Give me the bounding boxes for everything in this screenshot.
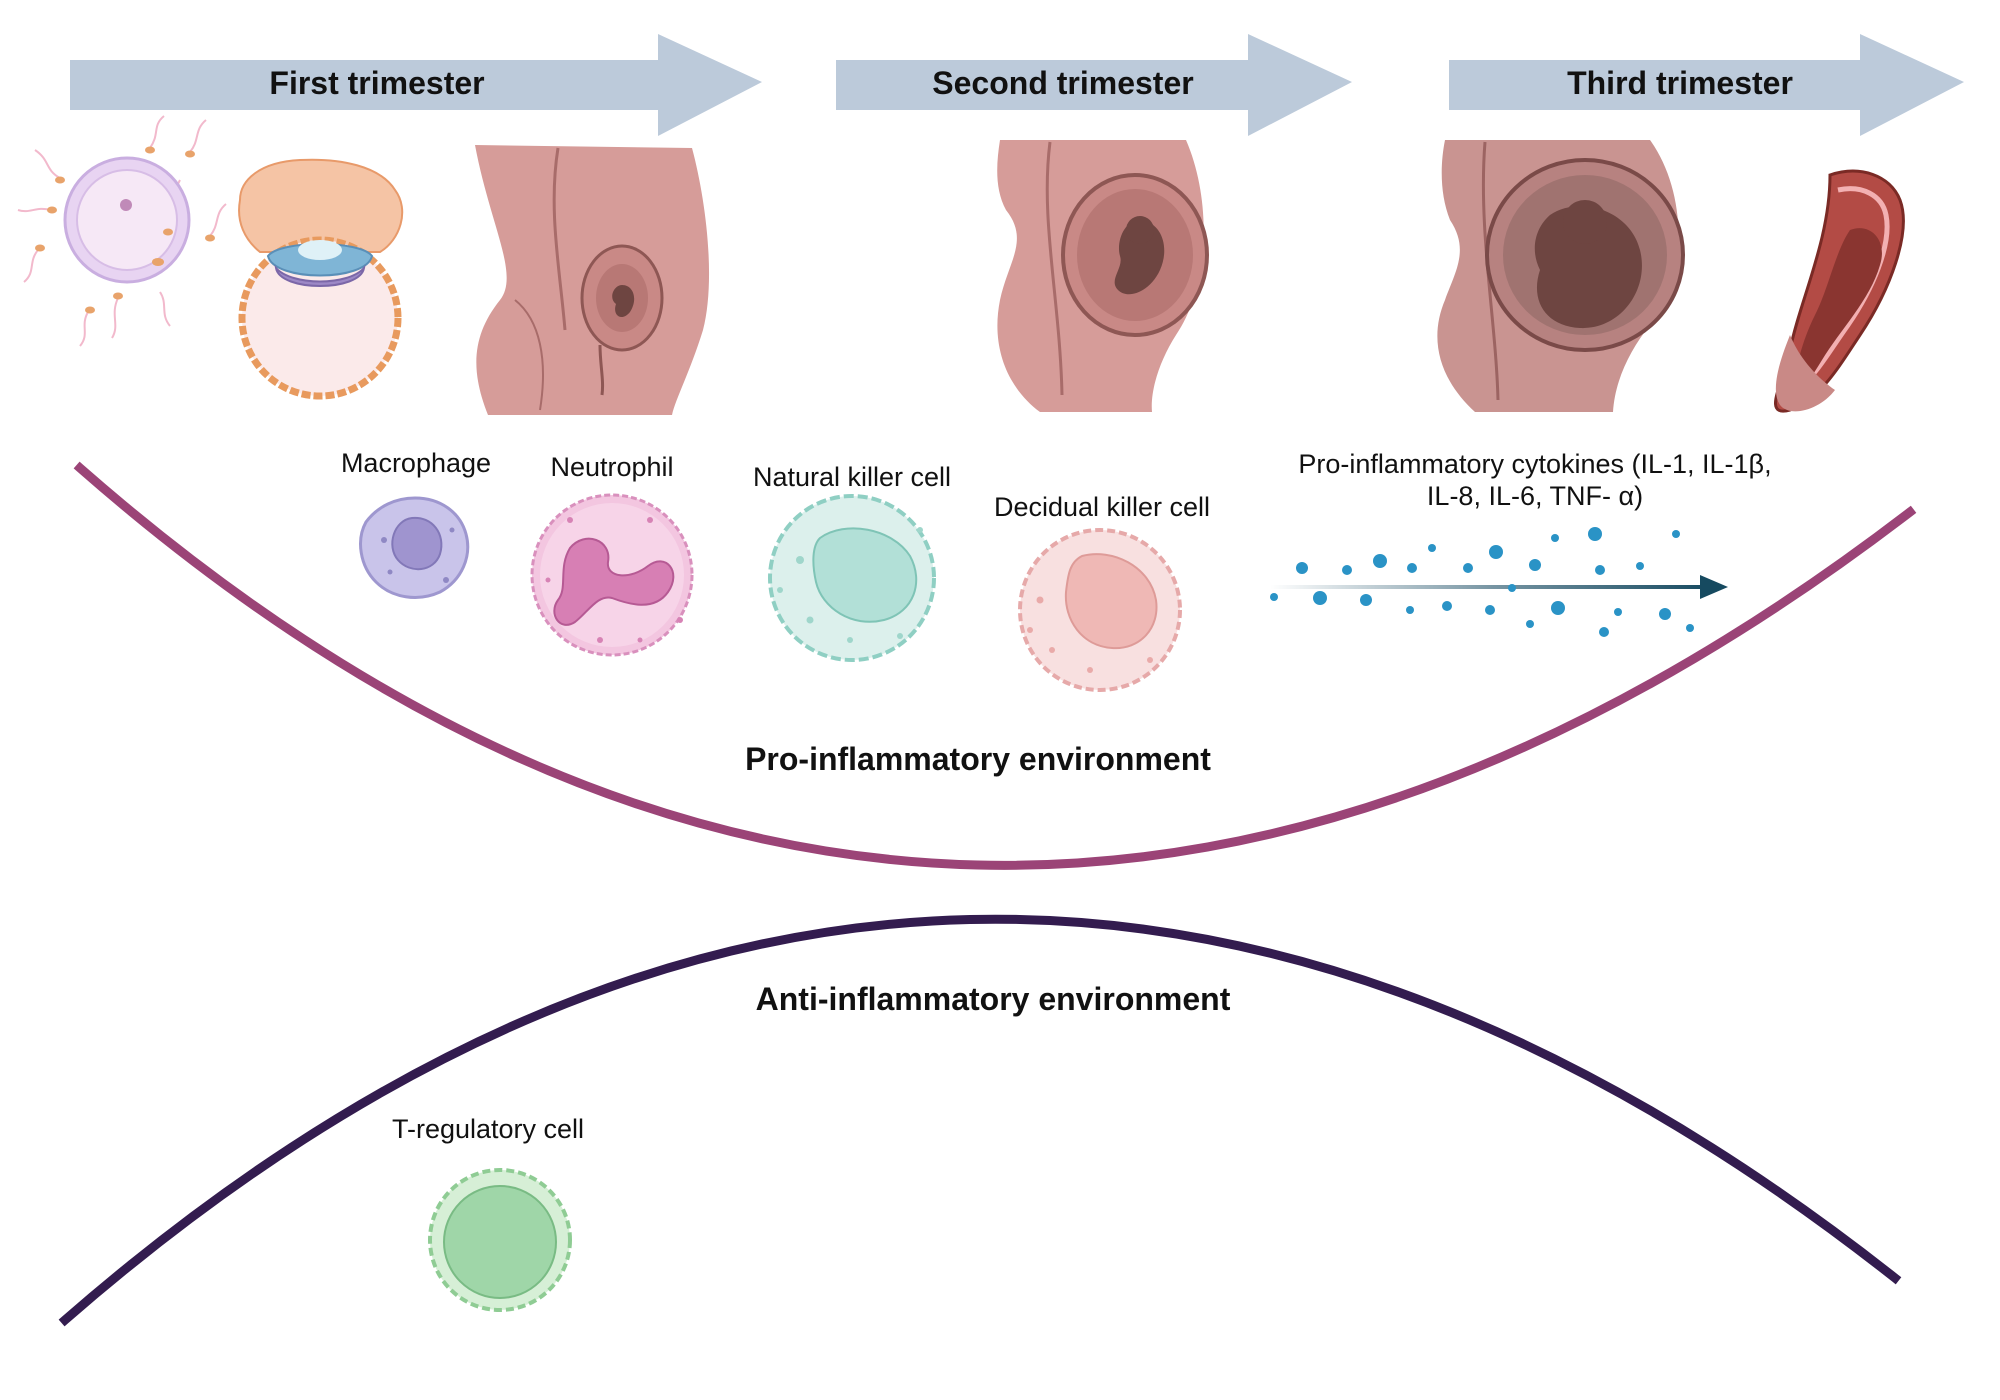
third-trimester-label: Third trimester bbox=[1567, 65, 1793, 101]
fertilization-illustration bbox=[17, 115, 227, 347]
first-trimester-body bbox=[475, 145, 710, 415]
anti-inflammatory-environment-label: Anti-inflammatory environment bbox=[756, 981, 1231, 1017]
natural-killer-cell bbox=[768, 494, 936, 662]
first-trimester-label: First trimester bbox=[269, 65, 484, 101]
second-trimester-body bbox=[997, 140, 1209, 412]
t-regulatory-cell bbox=[428, 1168, 572, 1312]
anti-inflammatory-curve bbox=[58, 914, 1902, 1327]
cytokine-flow bbox=[1270, 527, 1728, 637]
pro-inflammatory-curve bbox=[73, 461, 1917, 870]
third-trimester-arrow: Third trimester bbox=[1449, 34, 1964, 136]
macrophage-label: Macrophage bbox=[341, 448, 491, 478]
blastocyst-illustration bbox=[238, 158, 404, 400]
decidual-killer-cell bbox=[1018, 528, 1182, 692]
second-trimester-label: Second trimester bbox=[932, 65, 1193, 101]
cytokines-label-line-1: Pro-inflammatory cytokines (IL-1, IL-1β, bbox=[1298, 449, 1771, 479]
decidual-killer-cell-label: Decidual killer cell bbox=[994, 492, 1210, 522]
first-trimester-arrow: First trimester bbox=[70, 34, 762, 136]
pro-inflammatory-environment-label: Pro-inflammatory environment bbox=[745, 741, 1211, 777]
third-trimester-body bbox=[1437, 140, 1685, 412]
cytokines-label-line-2: IL-8, IL-6, TNF- α) bbox=[1427, 481, 1643, 511]
natural-killer-cell-label: Natural killer cell bbox=[753, 462, 951, 492]
neutrophil-label: Neutrophil bbox=[550, 452, 673, 482]
second-trimester-arrow: Second trimester bbox=[836, 34, 1352, 136]
t-regulatory-cell-label: T-regulatory cell bbox=[392, 1114, 584, 1144]
delivery-illustration bbox=[1773, 169, 1905, 413]
macrophage-cell bbox=[359, 496, 470, 599]
neutrophil-cell bbox=[530, 493, 694, 657]
